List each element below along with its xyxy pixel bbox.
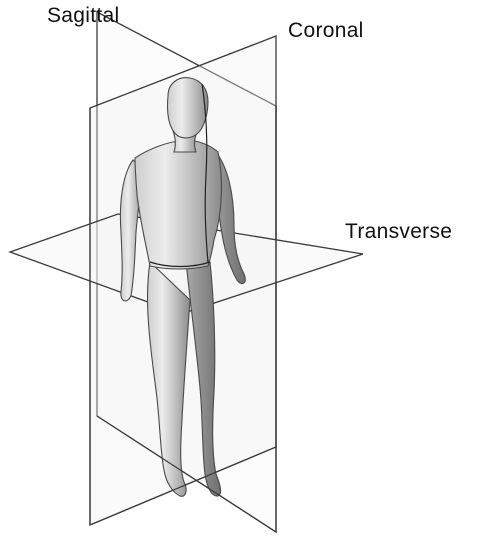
sagittal-label: Sagittal — [47, 4, 119, 28]
coronal-label: Coronal — [288, 19, 364, 43]
transverse-label: Transverse — [345, 220, 452, 244]
